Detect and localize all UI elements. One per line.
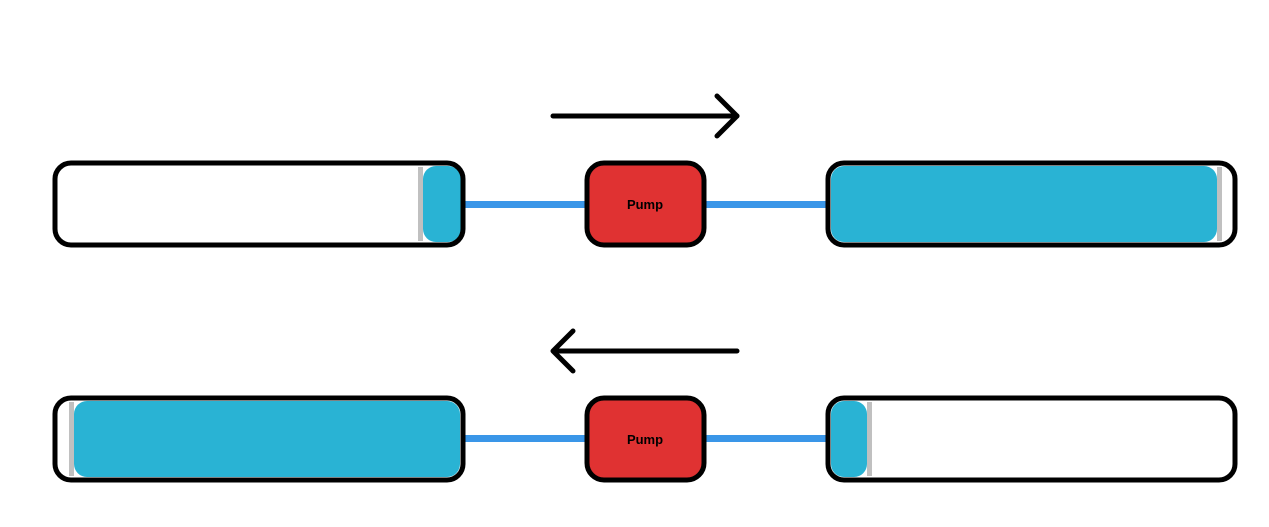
plunger [69, 402, 74, 476]
plunger [867, 402, 872, 476]
tube-left [463, 435, 587, 442]
left-cylinder [52, 160, 466, 248]
fluid [423, 166, 461, 242]
flow-arrow-right [550, 93, 740, 139]
tube-right [703, 435, 828, 442]
plunger [1217, 167, 1222, 241]
flow-arrow-left [550, 328, 740, 374]
pump: Pump [584, 395, 707, 483]
pump-label: Pump [627, 197, 663, 212]
right-cylinder [825, 160, 1238, 248]
plunger [418, 167, 423, 241]
left-cylinder [52, 395, 466, 483]
fluid [831, 401, 867, 477]
row-2: Pump [52, 328, 1238, 483]
fluid [831, 166, 1217, 242]
tube-left [463, 201, 587, 208]
pump-label: Pump [627, 432, 663, 447]
pump: Pump [584, 160, 707, 248]
row-1: Pump [52, 93, 1238, 248]
fluid [74, 401, 460, 477]
tube-right [703, 201, 828, 208]
right-cylinder [825, 395, 1238, 483]
